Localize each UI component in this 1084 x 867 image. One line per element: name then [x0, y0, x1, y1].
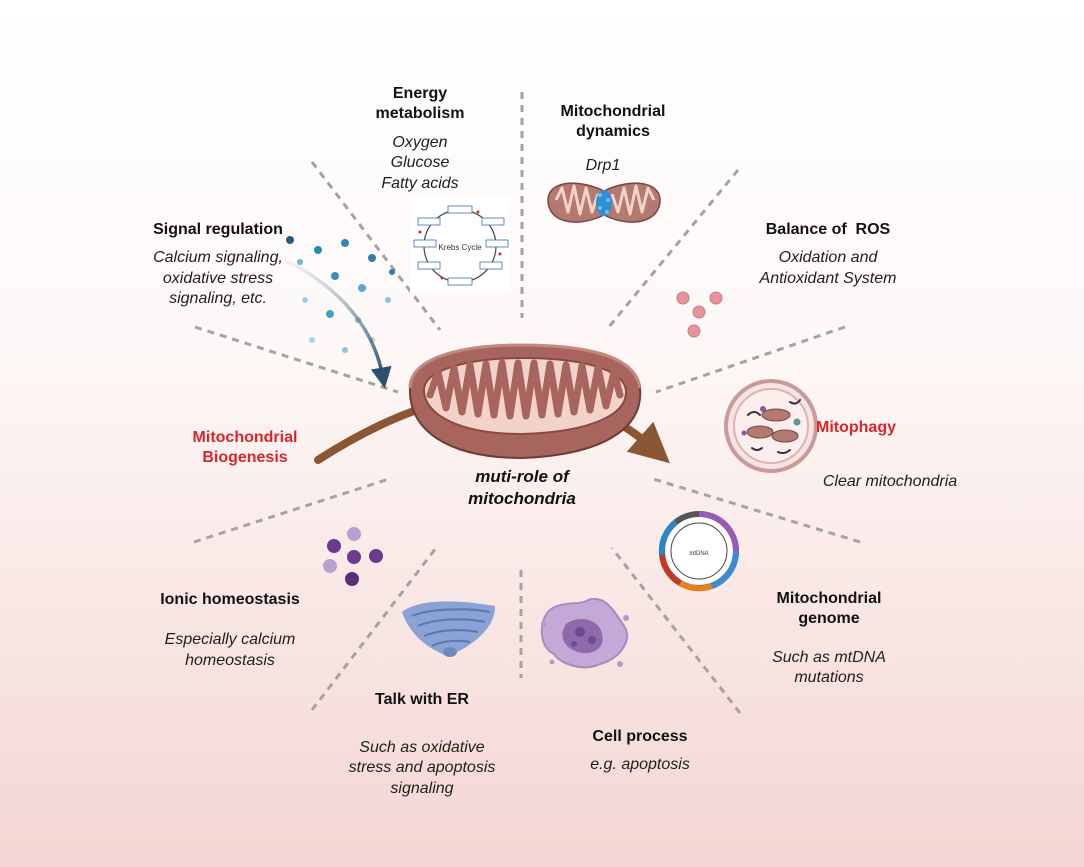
krebs-cycle-label: Krebs Cycle: [438, 243, 482, 252]
ros-title: Balance of ROS: [765, 221, 891, 238]
energy-item: Fatty acids: [381, 174, 459, 192]
title-line: Biogenesis: [202, 449, 288, 467]
energy-metabolism-items: Oxygen Glucose Fatty acids: [345, 133, 495, 194]
divider-line: [194, 325, 399, 394]
energy-item: Oxygen: [392, 133, 448, 151]
desc-line: Antioxidant System: [759, 269, 897, 287]
desc-line: Oxidation and: [778, 249, 878, 267]
signal-regulation-section: Signal regulation Calcium signaling, oxi…: [118, 220, 318, 310]
desc-line: signaling, etc.: [169, 290, 267, 308]
energy-metabolism-title: Energy metabolism: [345, 84, 495, 125]
mitophagy-description: Clear mitochondria: [822, 473, 958, 490]
talk-with-er-title: Talk with ER: [375, 691, 469, 708]
desc-line: homeostasis: [185, 651, 275, 669]
divider-line: [655, 325, 846, 394]
mitochondrial-dynamics-section: Mitochondrial dynamics: [538, 102, 688, 143]
divider-line: [649, 476, 861, 544]
cell-process-title: Cell process: [592, 728, 688, 745]
mitophagy-title: Mitophagy: [816, 419, 896, 436]
desc-line: signaling: [390, 779, 454, 797]
ionic-homeostasis-description: Especially calcium homeostasis: [140, 630, 320, 671]
ion-molecules: [323, 527, 383, 586]
desc-line: Especially calcium: [164, 631, 296, 649]
title-line: metabolism: [375, 105, 465, 123]
title-line: Energy: [392, 85, 448, 102]
divider-line: [193, 476, 393, 544]
mitochondrial-biogenesis-title: Mitochondrial Biogenesis: [170, 428, 320, 469]
cell-process-description: e.g. apoptosis: [590, 756, 690, 774]
center-label: muti-role of mitochondria: [442, 466, 602, 510]
desc-line: stress and apoptosis: [348, 759, 496, 777]
signal-regulation-title: Signal regulation: [153, 221, 283, 238]
krebs-cycle-figure: Krebs Cycle: [410, 196, 510, 292]
desc-line: mutations: [794, 669, 864, 687]
ros-description: Oxidation and Antioxidant System: [728, 248, 928, 289]
title-line: Mitochondrial: [560, 103, 666, 120]
divider-line: [310, 547, 438, 711]
energy-item: Glucose: [390, 154, 450, 172]
ros-molecules: [676, 291, 723, 338]
mtdna-label: mtDNA: [689, 551, 708, 557]
signal-arrow: [254, 246, 392, 389]
divider-line: [310, 161, 442, 331]
title-line: dynamics: [576, 123, 650, 141]
ionic-homeostasis-title: Ionic homeostasis: [160, 591, 300, 608]
cell-process-section: Cell process e.g. apoptosis: [560, 727, 720, 776]
divider-line: [606, 169, 740, 329]
signal-molecules: [286, 236, 395, 353]
desc-line: Such as mtDNA: [772, 648, 886, 666]
divider-lines: [193, 92, 861, 714]
mitochondrial-genome-section: Mitochondrial genome Such as mtDNA mutat…: [754, 589, 904, 689]
center-label-line: mitochondria: [468, 488, 576, 508]
talk-with-er-description: Such as oxidative stress and apoptosis s…: [322, 738, 522, 799]
er-figure: [402, 601, 496, 657]
mitochondrial-fission-figure: [547, 182, 661, 223]
title-line: Mitochondrial: [192, 429, 298, 446]
central-mitochondrion: [408, 343, 642, 460]
title-line: Mitochondrial: [776, 590, 882, 607]
mtdna-plasmid-figure: mtDNA: [658, 511, 740, 592]
title-line: genome: [798, 610, 860, 628]
drp1-label: Drp1: [585, 157, 621, 174]
desc-line: Calcium signaling,: [153, 249, 283, 267]
mitochondrial-dynamics-title: Mitochondrial dynamics: [538, 102, 688, 143]
mitophagy-vesicle: [724, 379, 818, 473]
ionic-homeostasis-section: Ionic homeostasis Especially calcium hom…: [140, 590, 320, 671]
mitochondrial-genome-title: Mitochondrial genome: [754, 589, 904, 630]
divider-line: [610, 547, 742, 714]
energy-metabolism-section: Energy metabolism Oxygen Glucose Fatty a…: [345, 84, 495, 194]
center-label-line: muti-role of: [475, 467, 569, 486]
ros-section: Balance of ROS Oxidation and Antioxidant…: [728, 220, 928, 289]
desc-line: Such as oxidative: [359, 739, 485, 756]
desc-line: oxidative stress: [162, 269, 274, 287]
signal-regulation-description: Calcium signaling, oxidative stress sign…: [118, 248, 318, 309]
apoptotic-cell-figure: [540, 597, 629, 669]
mitochondrial-genome-description: Such as mtDNA mutations: [754, 648, 904, 689]
